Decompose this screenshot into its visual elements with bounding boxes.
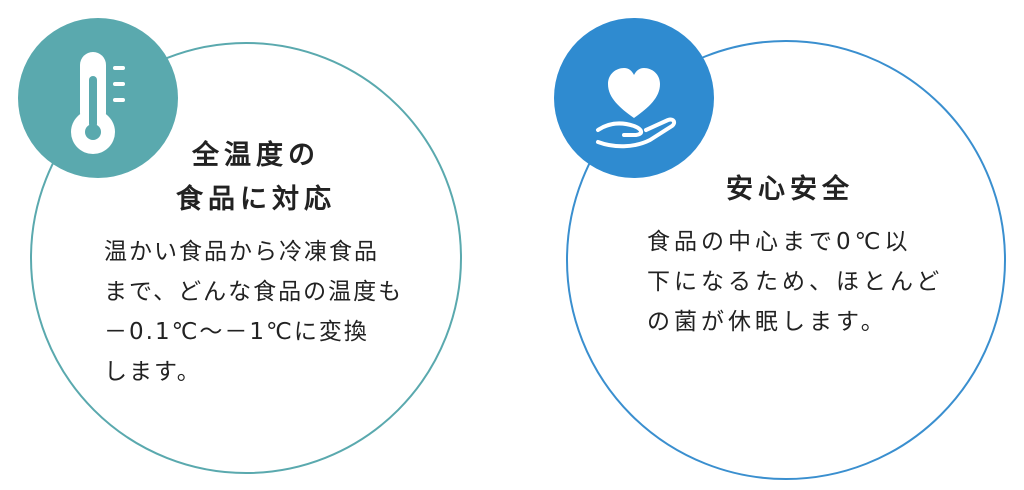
temperature-badge [18, 18, 178, 178]
heading-line-1: 全温度の [192, 140, 320, 171]
description-line: します。 [104, 359, 202, 385]
feature-description-safety: 食品の中心まで0℃以 下になるため、ほとんど の菌が休眠します。 [647, 222, 943, 342]
feature-heading-temperature: 全温度の 食品に対応 [146, 134, 366, 222]
description-line: 食品の中心まで0℃以 [647, 229, 912, 255]
description-line: 下になるため、ほとんど [647, 269, 944, 295]
description-line: －0.1℃～－1℃に変換 [104, 319, 369, 345]
feature-heading-safety: 安心安全 [690, 168, 890, 212]
feature-card-safety [566, 40, 1006, 480]
heart-hand-icon [596, 68, 677, 149]
heading-line: 安心安全 [726, 174, 854, 205]
heading-line-2: 食品に対応 [176, 184, 336, 215]
thermometer-icon [71, 52, 125, 154]
safety-badge [554, 18, 714, 178]
description-line: まで、どんな食品の温度も [104, 279, 404, 305]
feature-description-temperature: 温かい食品から冷凍食品 まで、どんな食品の温度も －0.1℃～－1℃に変換 しま… [104, 232, 403, 392]
description-line: 温かい食品から冷凍食品 [104, 239, 379, 265]
description-line: の菌が休眠します。 [647, 309, 888, 335]
